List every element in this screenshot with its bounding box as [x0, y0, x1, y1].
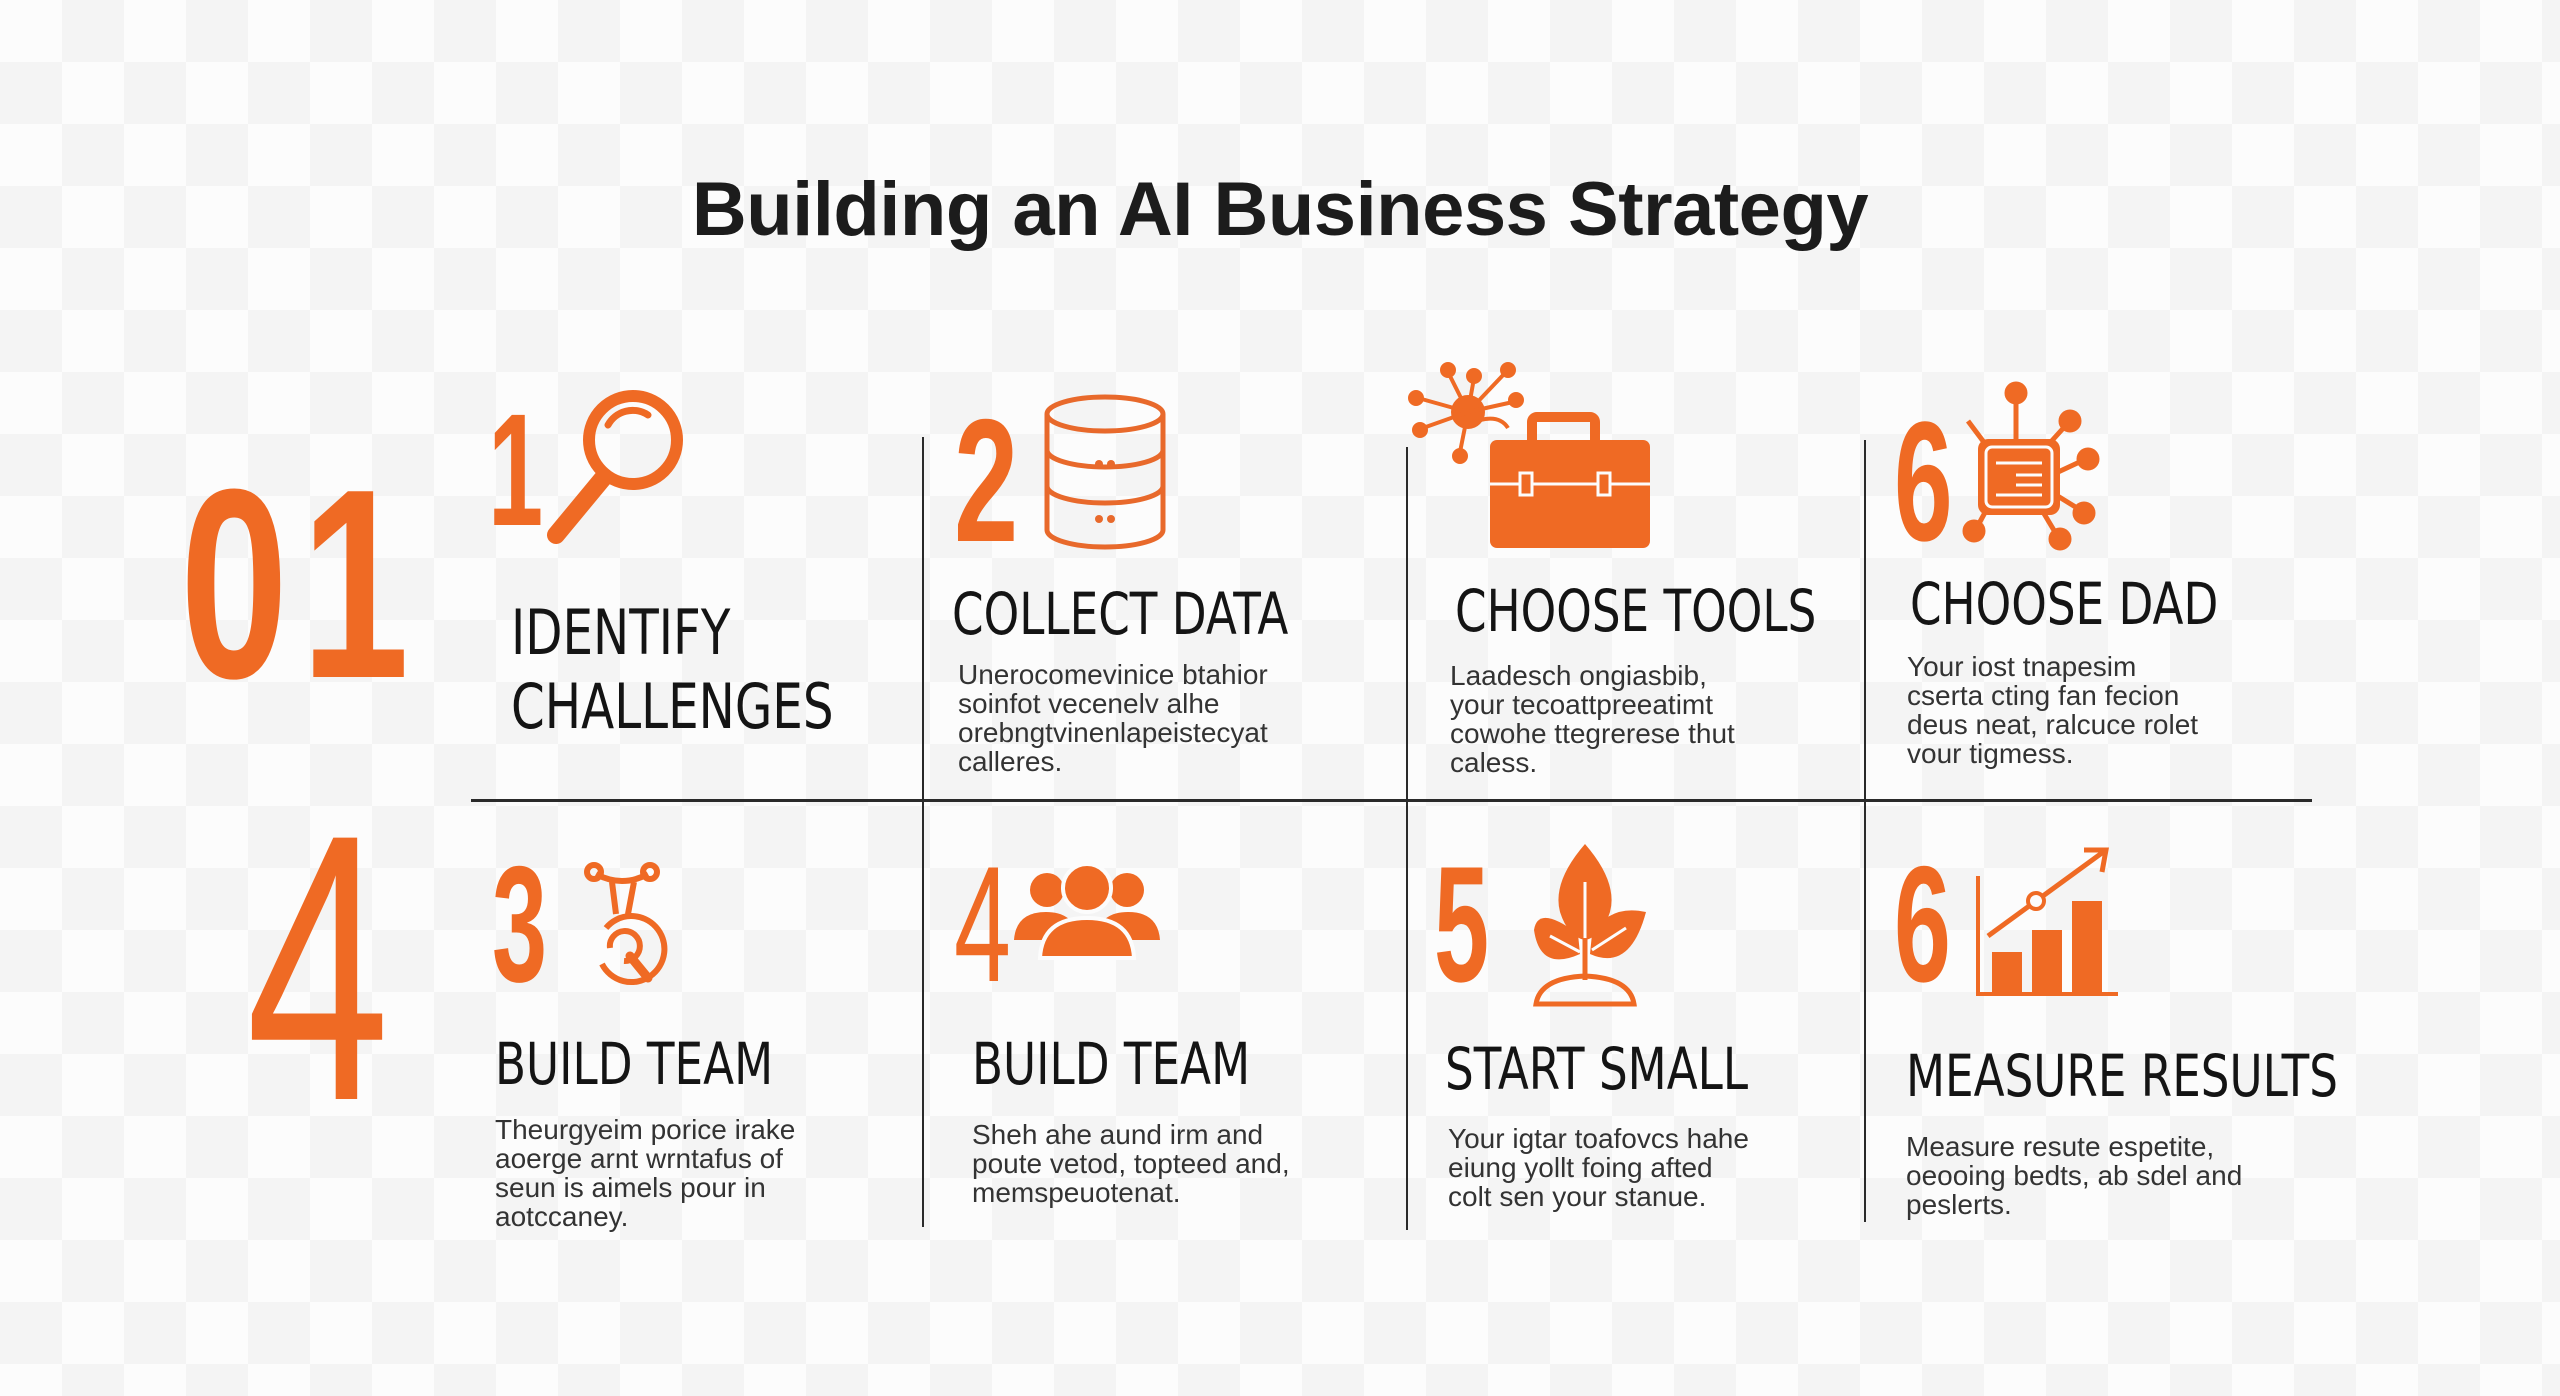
step-number: 3 [492, 832, 548, 1016]
step-description: Unerocomevinice btahior soinfot vecenelv… [958, 659, 1268, 777]
step-number: 5 [1434, 832, 1490, 1016]
step-description: Sheh ahe aund irm and poute vetod, topte… [972, 1119, 1290, 1208]
step-card-identify-challenges: 1 IDENTIFY CHALLENGES [480, 380, 910, 790]
step-number: 6 [1894, 387, 1953, 577]
step-description: Your iost tnapesim cserta cting fan feci… [1907, 651, 2199, 769]
step-heading-line2: CHALLENGES [511, 670, 834, 743]
team-icon [1014, 862, 1160, 960]
divider-col2-row1 [922, 437, 924, 800]
step-heading: MEASURE RESULTS [1906, 1042, 2338, 1110]
side-number-top: 01 [180, 434, 423, 735]
step-card-build-team-4: 4 BUILD TEAM Sheh ahe aund irm and poute… [940, 820, 1400, 1240]
step-description: Measure resute espetite, oeooing bedts, … [1906, 1131, 2243, 1220]
row-divider [471, 799, 2312, 802]
divider-col3-row2 [1406, 802, 1408, 1230]
step-card-collect-data: 2 COLLECT DATA Unerocomevinice btahior s… [940, 380, 1400, 790]
step-heading: CHOOSE TOOLS [1455, 577, 1817, 645]
step-card-measure-results: 6 MEASURE RESULTS Measure resute espetit… [1880, 820, 2338, 1240]
step-heading: BUILD TEAM [495, 1030, 774, 1098]
step-card-build-team-3: 3 BUILD TEAM Theurgyeim porice irake aoe… [480, 820, 910, 1240]
sprout-icon [1533, 844, 1646, 1007]
step-heading: CHOOSE DAD [1910, 570, 2219, 638]
search-network-icon [584, 862, 668, 986]
magnifier-icon [547, 390, 683, 544]
divider-col4-row2 [1864, 802, 1866, 1222]
step-number: 2 [954, 384, 1019, 579]
step-description: Theurgyeim porice irake aoerge arnt wrnt… [495, 1114, 796, 1232]
page-title: Building an AI Business Strategy [691, 167, 1869, 252]
step-heading-line1: IDENTIFY [511, 596, 731, 669]
divider-col2-row2 [922, 802, 924, 1227]
divider-col4-row1 [1864, 440, 1866, 800]
step-number: 6 [1894, 832, 1951, 1016]
divider-col3-row1 [1406, 447, 1408, 800]
step-description: Your igtar toafovcs hahe eiung yollt foi… [1448, 1123, 1749, 1212]
side-number-bottom: 4 [246, 755, 390, 1180]
step-card-choose-dad: 6 CHOOSE DAD Your iost tnapesim cserta c… [1880, 375, 2320, 795]
step-card-choose-tools: CHOOSE TOOLS Laadesch ongiasbib, your te… [1408, 355, 1864, 795]
step-number: 4 [954, 832, 1011, 1016]
bar-chart-growth-icon [1976, 847, 2118, 996]
step-card-start-small: 5 START SMALL Your igtar toafovcs hahe e… [1420, 820, 1860, 1240]
database-icon [1044, 394, 1166, 550]
step-description: Laadesch ongiasbib, your tecoattpreeatim… [1450, 660, 1735, 778]
step-heading: BUILD TEAM [972, 1030, 1251, 1098]
ai-chip-network-icon [1962, 381, 2100, 551]
step-number: 1 [488, 380, 544, 559]
step-heading: COLLECT DATA [952, 580, 1289, 648]
step-heading: START SMALL [1445, 1035, 1749, 1103]
briefcase-network-icon [1408, 362, 1650, 548]
